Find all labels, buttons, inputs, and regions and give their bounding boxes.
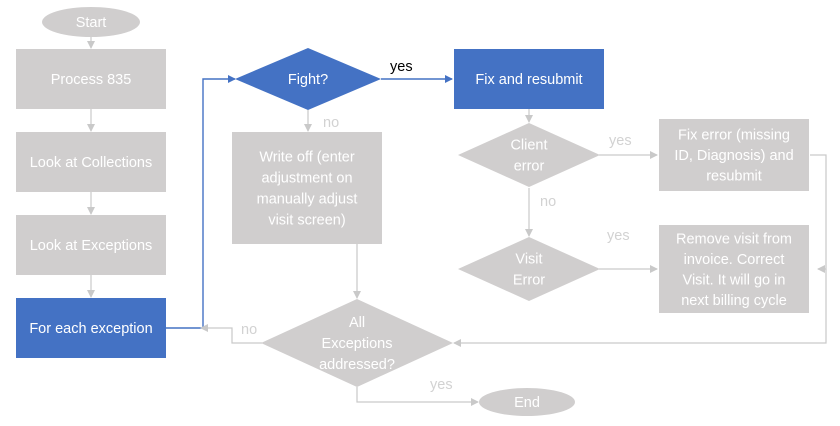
node-write-off-label: manually adjust (257, 192, 358, 208)
edge-labels: yes no yes no yes no yes (241, 59, 632, 393)
edge-foreach-fight (166, 75, 236, 329)
node-start: Start (42, 7, 140, 37)
edge-label-all-yes: yes (430, 377, 453, 393)
node-exceptions-shape (16, 215, 166, 275)
edge-all-end (356, 387, 479, 406)
node-fix-error-shape (659, 119, 809, 191)
node-fix-error-label: resubmit (706, 169, 762, 185)
node-exceptions: Look at Exceptions (16, 215, 166, 275)
node-end-shape (479, 388, 575, 416)
edge-all-foreach (200, 324, 262, 344)
node-collections-label: Look at Collections (30, 155, 153, 171)
node-remove-visit-label: next billing cycle (681, 293, 787, 309)
node-fix-error-label: ID, Diagnosis) and (674, 148, 793, 164)
node-process835-shape (16, 49, 166, 109)
node-write-off-label: adjustment on (261, 171, 352, 187)
node-remove-visit: Remove visit from invoice. CorrectVisit. … (659, 225, 809, 313)
node-for-each: For each exception (16, 298, 166, 358)
node-fight-shape (235, 48, 381, 110)
node-write-off-label: visit screen) (268, 213, 345, 229)
node-start-shape (42, 7, 140, 37)
node-all-addressed-label: addressed? (319, 357, 395, 373)
node-remove-visit-label: invoice. Correct (684, 252, 785, 268)
node-write-off-label: Write off (enter (259, 150, 355, 166)
edge-label-all-no: no (241, 322, 257, 338)
node-write-off: Write off (enter adjustment on manually ad… (232, 132, 382, 244)
node-remove-visit-label: Visit. It will go in (683, 272, 786, 288)
node-remove-visit-shape (659, 225, 809, 313)
node-collections: Look at Collections (16, 132, 166, 192)
node-client-error-shape (458, 123, 600, 187)
node-fix-resubmit: Fix and resubmit (454, 49, 604, 109)
node-for-each-label: For each exception (29, 321, 152, 337)
node-client-error-label: error (514, 159, 545, 175)
node-process835: Process 835 (16, 49, 166, 109)
node-collections-shape (16, 132, 166, 192)
edge-label-visit-yes: yes (607, 228, 630, 244)
edge-fixerror-merge (810, 154, 827, 273)
edge-label-client-yes: yes (609, 133, 632, 149)
node-process835-label: Process 835 (51, 72, 132, 88)
node-visit-error-label: Visit (515, 252, 542, 268)
edge-remove-all (453, 269, 827, 347)
node-all-addressed-label: All (349, 315, 365, 331)
edge-label-client-no: no (540, 194, 556, 210)
node-start-label: Start (76, 15, 107, 31)
node-all-addressed-label: Exceptions (322, 336, 393, 352)
edge-label-fight-yes: yes (390, 59, 413, 75)
node-fix-resubmit-label: Fix and resubmit (475, 72, 582, 88)
node-visit-error-label: Error (513, 273, 545, 289)
node-fix-resubmit-shape (454, 49, 604, 109)
node-client-error: Client error (458, 123, 600, 187)
connectors (87, 37, 827, 406)
node-exceptions-label: Look at Exceptions (30, 238, 153, 254)
node-all-addressed-shape (261, 299, 453, 387)
node-for-each-shape (16, 298, 166, 358)
node-client-error-label: Client (510, 138, 547, 154)
node-fight-label: Fight? (288, 72, 328, 88)
node-write-off-shape (232, 132, 382, 244)
node-fix-error-label: Fix error (missing (678, 128, 790, 144)
node-fight: Fight? (235, 48, 381, 110)
edge-label-fight-no: no (323, 115, 339, 131)
node-end: End (479, 388, 575, 416)
node-remove-visit-label: Remove visit from (676, 231, 792, 247)
node-visit-error-shape (458, 237, 600, 301)
node-end-label: End (514, 395, 540, 411)
